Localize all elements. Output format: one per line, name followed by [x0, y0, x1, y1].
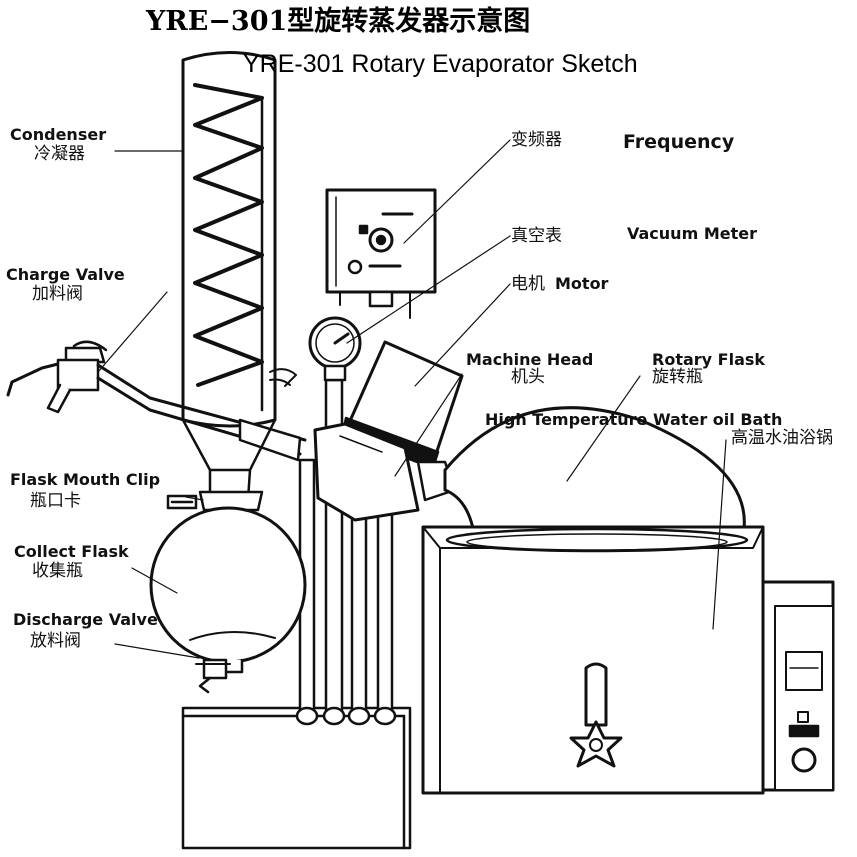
- feed-tube: [148, 396, 307, 462]
- frequency-label-en: Frequency: [623, 131, 735, 153]
- rotary-flask-label-cn: 旋转瓶: [652, 367, 703, 387]
- discharge-valve: [195, 658, 231, 694]
- condenser: [181, 51, 297, 428]
- rotary-flask-label-en: Rotary Flask: [652, 350, 766, 369]
- motor-label-en: Motor: [555, 274, 609, 293]
- frequency-label-cn: 变频器: [511, 130, 562, 150]
- condenser-label-en: Condenser: [10, 125, 107, 144]
- charge-valve-label-cn: 加料阀: [32, 284, 83, 304]
- collect-flask: [149, 506, 307, 674]
- water-oil-bath-label-en: High Temperature Water oil Bath: [485, 410, 783, 429]
- water-oil-bath: [421, 525, 835, 795]
- discharge-valve-label-cn: 放料阀: [30, 631, 81, 651]
- condenser-neck: [181, 418, 277, 502]
- title-chinese: YRE−301型旋转蒸发器示意图: [146, 6, 531, 37]
- collect-flask-label-cn: 收集瓶: [32, 561, 83, 581]
- machine-head-label-cn: 机头: [511, 367, 545, 387]
- base-plate: [181, 706, 412, 850]
- vacuum-meter-label-en: Vacuum Meter: [627, 224, 757, 243]
- machine-head-label-en: Machine Head: [466, 350, 594, 369]
- water-oil-bath-label-cn: 高温水油浴锅: [731, 428, 833, 448]
- vacuum-meter-label-cn: 真空表: [511, 226, 562, 246]
- machine-head: [313, 340, 464, 522]
- charge-valve: [6, 340, 152, 414]
- discharge-valve-label-en: Discharge Valve: [13, 610, 158, 629]
- flask-mouth-clip-label-en: Flask Mouth Clip: [10, 470, 161, 489]
- motor-label-cn: 电机: [511, 274, 545, 294]
- condenser-coil: [193, 83, 264, 387]
- leader-lines: [97, 139, 727, 659]
- vacuum-meter: [308, 316, 362, 382]
- collect-flask-label-en: Collect Flask: [14, 542, 129, 561]
- charge-valve-label-en: Charge Valve: [6, 265, 125, 284]
- title-english: YRE-301 Rotary Evaporator Sketch: [243, 50, 638, 78]
- frequency-box: [325, 188, 437, 319]
- condenser-label-cn: 冷凝器: [34, 144, 85, 164]
- flask-mouth-clip-label-cn: 瓶口卡: [30, 491, 81, 511]
